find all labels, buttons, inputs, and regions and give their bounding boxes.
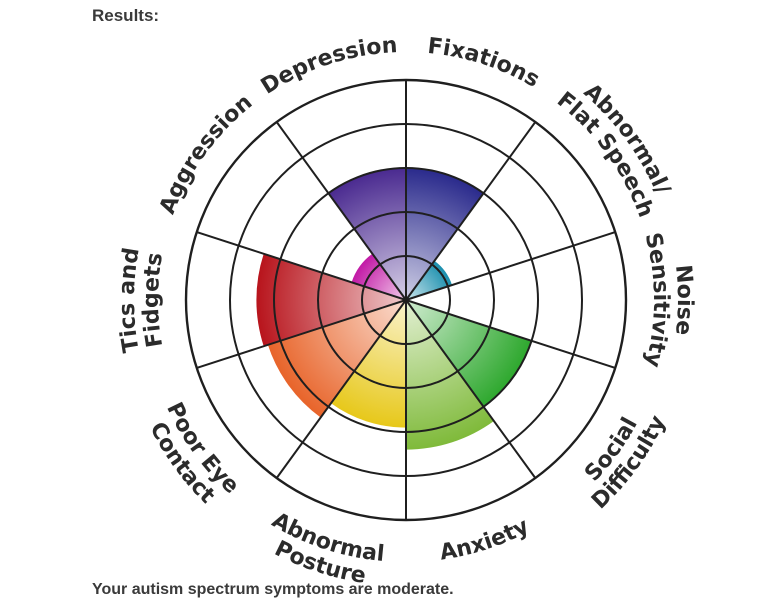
spoke-2 xyxy=(405,231,616,301)
category-label-7-1: Fidgets xyxy=(139,251,168,349)
category-label-2-1: Sensitivity xyxy=(640,230,674,369)
wedge-9 xyxy=(328,168,406,300)
category-label-2-0: Noise xyxy=(670,264,697,337)
category-label-4-0: Anxiety xyxy=(438,514,533,566)
wedge-5 xyxy=(331,300,406,428)
spoke-8 xyxy=(196,231,407,301)
wedge-7 xyxy=(256,253,406,347)
category-label-9-0: Depression xyxy=(257,33,398,100)
spoke-9 xyxy=(275,121,407,301)
category-label-7-0: Tics and xyxy=(115,246,145,354)
spoke-4 xyxy=(405,299,537,479)
wedge-3 xyxy=(406,300,532,407)
results-heading: Results: xyxy=(92,6,160,25)
spoke-1 xyxy=(405,121,537,301)
spoke-6 xyxy=(275,299,407,479)
wedge-6 xyxy=(267,300,406,418)
wedge-8 xyxy=(351,253,406,300)
wedge-0 xyxy=(406,168,484,300)
spoke-3 xyxy=(405,299,616,369)
wedge-layer xyxy=(256,168,532,450)
result-summary: Your autism spectrum symptoms are modera… xyxy=(92,581,454,598)
grid-layer xyxy=(184,78,628,522)
wedge-1 xyxy=(406,260,453,300)
spoke-7 xyxy=(196,299,407,369)
